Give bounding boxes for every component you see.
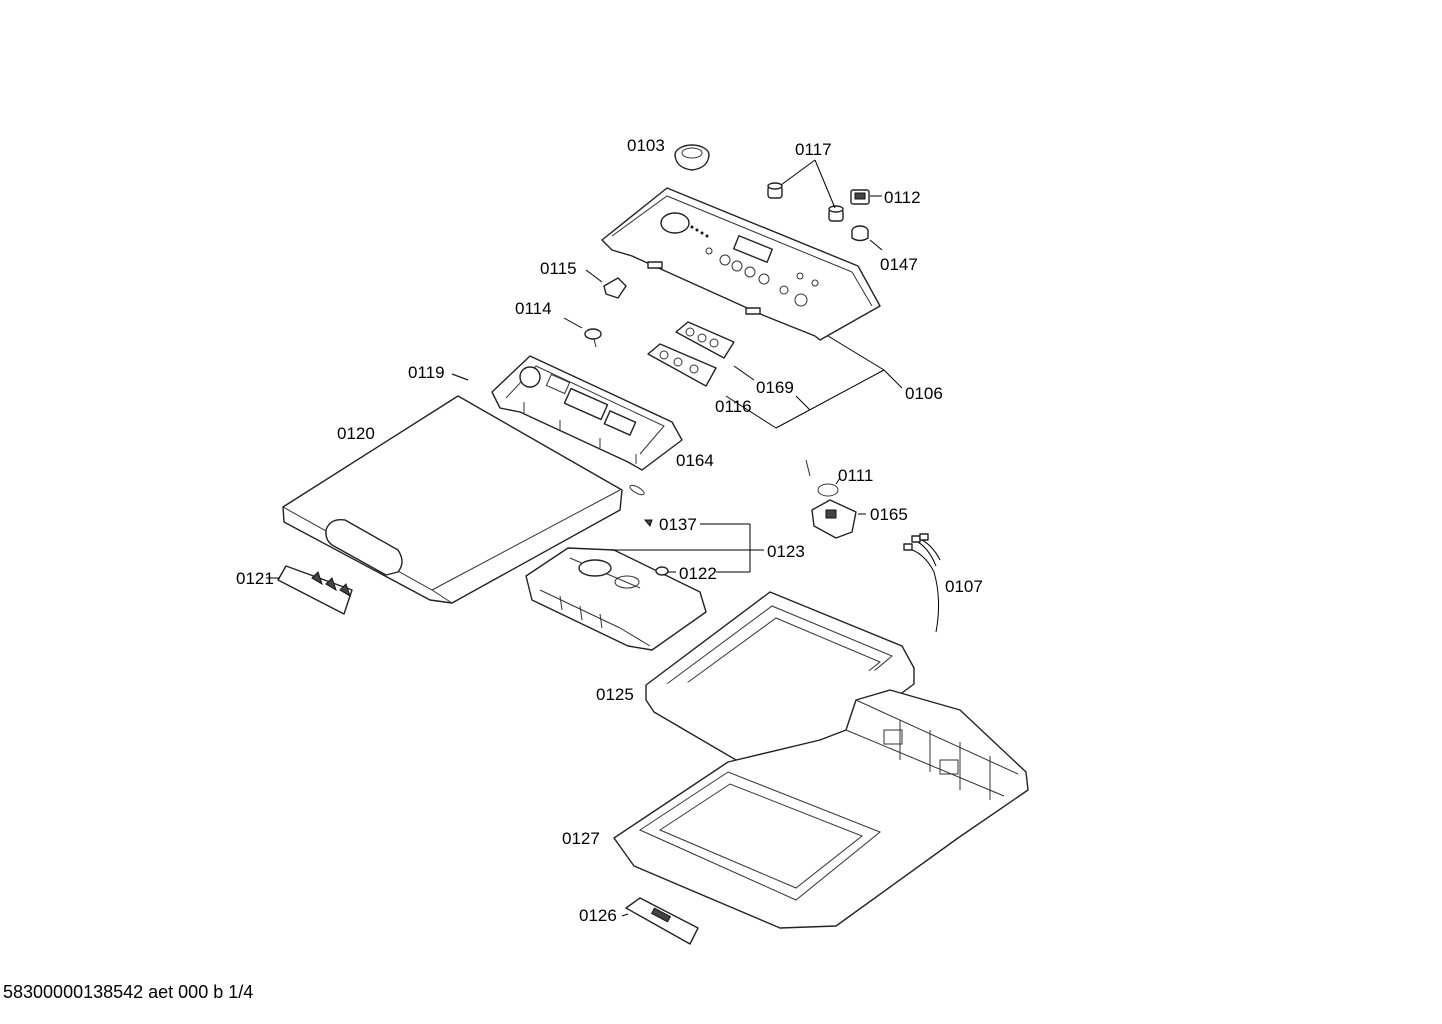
- part-0121-handle: [277, 565, 353, 615]
- part-0106-control-panel: [601, 187, 881, 341]
- label-0114: 0114: [515, 299, 552, 318]
- part-0169-button-rail: [675, 321, 735, 359]
- label-0169: 0169: [756, 378, 794, 397]
- part-0116-button-rail: [647, 343, 717, 387]
- label-0115: 0115: [540, 259, 577, 278]
- label-0107: 0107: [945, 577, 983, 596]
- part-0115-bracket: [603, 277, 627, 299]
- leader-lines: [266, 159, 903, 917]
- label-0119: 0119: [408, 363, 445, 382]
- part-0165-lid-lock: [811, 499, 857, 539]
- part-0111-spring: [805, 459, 839, 497]
- label-0123: 0123: [767, 542, 805, 561]
- part-0107-wiring: [903, 533, 941, 633]
- label-0121: 0121: [236, 569, 274, 588]
- label-0125: 0125: [596, 685, 634, 704]
- part-0117-buttons: [767, 182, 844, 222]
- label-0122: 0122: [679, 564, 717, 583]
- label-0103: 0103: [627, 136, 665, 155]
- label-0116: 0116: [715, 397, 752, 416]
- label-0106: 0106: [905, 384, 943, 403]
- part-0122-siphon: [655, 566, 669, 576]
- part-0112-switch: [850, 189, 870, 205]
- part-0164-electronic-module: [491, 355, 683, 471]
- label-0164: 0164: [676, 451, 714, 470]
- part-0137-screw: [643, 519, 653, 528]
- label-0137: 0137: [659, 515, 697, 534]
- label-0127: 0127: [562, 829, 600, 848]
- part-0120-lid: [282, 395, 623, 604]
- label-0112: 0112: [884, 188, 921, 207]
- part-0127-top-frame: [613, 689, 1029, 929]
- part-lid-pin: [629, 484, 645, 496]
- part-0126-latch: [625, 897, 699, 945]
- label-0165: 0165: [870, 505, 908, 524]
- document-reference: 58300000138542 aet 000 b 1/4: [3, 982, 254, 1002]
- label-0147: 0147: [880, 255, 918, 274]
- part-0114-screw: [584, 328, 602, 348]
- label-0117: 0117: [795, 140, 832, 159]
- label-0120: 0120: [337, 424, 375, 443]
- part-0119-pin: [451, 373, 469, 381]
- label-0126: 0126: [579, 906, 617, 925]
- part-0103-knob: [674, 144, 710, 171]
- part-0147-button: [851, 225, 869, 242]
- label-0111: 0111: [838, 466, 874, 485]
